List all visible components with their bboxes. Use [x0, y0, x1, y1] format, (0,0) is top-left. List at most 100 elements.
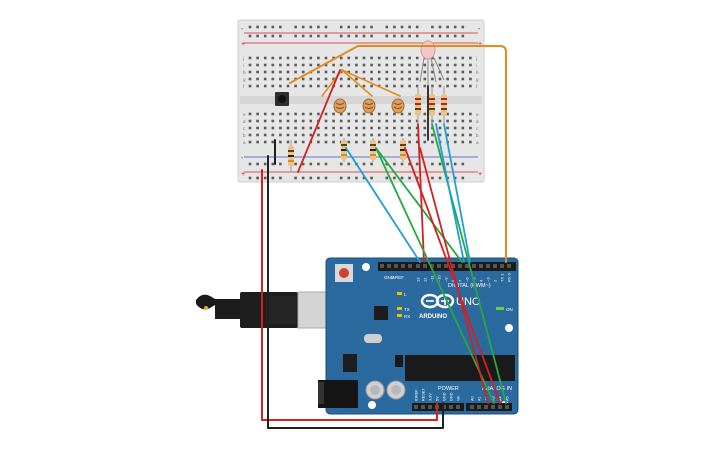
digital-pin-hole[interactable]: [458, 264, 462, 268]
wire-orange-jumper-2[interactable]: [341, 69, 401, 97]
rail-minus-sign-bottom: -: [241, 155, 244, 162]
digital-pin-hole[interactable]: [507, 264, 511, 268]
l-label: L: [404, 292, 407, 297]
pushbutton[interactable]: [275, 92, 289, 106]
power-pin-hole[interactable]: [449, 405, 453, 409]
row-letter: d: [243, 119, 246, 124]
row-letter: i: [476, 63, 477, 68]
resistor-ldr-3[interactable]: [400, 138, 406, 162]
digital-pin-label: ~10: [437, 274, 442, 282]
digital-pin-hole[interactable]: [444, 264, 448, 268]
power-pin-hole[interactable]: [428, 405, 432, 409]
digital-pin-label: ~6: [465, 277, 470, 282]
digital-pin-holes: [380, 264, 511, 268]
digital-pin-label: RX 0: [507, 272, 512, 282]
wire-red-digital[interactable]: [419, 147, 489, 404]
photoresistor-1[interactable]: [333, 98, 347, 114]
analog-pin-hole[interactable]: [498, 405, 502, 409]
analog-pin-hole[interactable]: [477, 405, 481, 409]
wire-red-a3[interactable]: [417, 123, 425, 263]
digital-pin-label: TX 1: [500, 273, 505, 282]
row-letter: a: [243, 140, 246, 145]
row-letter: f: [476, 84, 478, 89]
row-letter: h: [476, 70, 479, 75]
digital-pin-hole[interactable]: [493, 264, 497, 268]
analog-pin-holes: [470, 405, 509, 409]
reset-button[interactable]: [335, 264, 353, 282]
photoresistor-2[interactable]: [362, 98, 376, 114]
power-pin-hole[interactable]: [421, 405, 425, 409]
row-letter: c: [243, 126, 246, 131]
digital-pin-hole[interactable]: [423, 264, 427, 268]
digital-pin-hole[interactable]: [472, 264, 476, 268]
digital-pin-hole[interactable]: [387, 264, 391, 268]
power-pin-label: 5V: [436, 396, 440, 401]
mounting-hole: [505, 324, 513, 332]
analog-pin-hole[interactable]: [484, 405, 488, 409]
resistor-led-3[interactable]: [441, 86, 447, 124]
resistor-button[interactable]: [288, 140, 294, 172]
analog-pin-hole[interactable]: [491, 405, 495, 409]
analog-pin-label: A1: [478, 396, 482, 401]
power-pin-label: RESET: [422, 388, 426, 401]
wire-blue-a0[interactable]: [345, 147, 421, 263]
voltage-regulator: [343, 354, 357, 372]
wire-green-a1[interactable]: [375, 147, 463, 263]
digital-pin-hole[interactable]: [465, 264, 469, 268]
wire-red-jumper-1[interactable]: [297, 69, 341, 173]
rail-minus-sign-right: -: [478, 26, 481, 33]
power-pin-hole[interactable]: [456, 405, 460, 409]
digital-pin-hole[interactable]: [486, 264, 490, 268]
resistor-ldr-1[interactable]: [341, 138, 347, 162]
digital-pin-hole[interactable]: [500, 264, 504, 268]
resistor-led-1[interactable]: [415, 86, 421, 124]
digital-pin-label: 4: [479, 279, 484, 282]
analog-pin-label: A5: [506, 396, 510, 401]
digital-pin-hole[interactable]: [401, 264, 405, 268]
wire-orange-jumper-1[interactable]: [341, 69, 373, 97]
digital-label: DIGITAL (PWM~): [448, 283, 491, 289]
digital-pin-hole[interactable]: [408, 264, 412, 268]
rail-plus-sign-bottom: +: [241, 171, 245, 178]
gnd-label-top: GND: [384, 275, 395, 280]
tx-label: TX: [404, 307, 410, 312]
rx-led: [397, 314, 402, 317]
digital-pin-hole[interactable]: [437, 264, 441, 268]
on-led: [496, 307, 504, 310]
analog-label: ANALOG IN: [482, 386, 512, 392]
digital-pin-label: ~3: [486, 277, 491, 282]
digital-pin-hole[interactable]: [451, 264, 455, 268]
power-pin-label: GND: [443, 392, 447, 401]
digital-pin-label: 13: [416, 277, 421, 282]
digital-pin-hole[interactable]: [380, 264, 384, 268]
resistor-ldr-2[interactable]: [370, 138, 376, 162]
l-led: [397, 292, 402, 295]
wire-green-digital[interactable]: [375, 147, 495, 404]
wire-blue-digital[interactable]: [435, 123, 465, 263]
analog-pin-hole[interactable]: [470, 405, 474, 409]
power-pin-hole[interactable]: [414, 405, 418, 409]
wire-orange-pin1[interactable]: [289, 45, 507, 263]
wire-black-gnd[interactable]: [267, 155, 444, 429]
digital-pin-hole[interactable]: [479, 264, 483, 268]
digital-pin-hole[interactable]: [394, 264, 398, 268]
digital-pin-hole[interactable]: [430, 264, 434, 268]
digital-pin-hole[interactable]: [416, 264, 420, 268]
wire-red-5v[interactable]: [261, 169, 438, 421]
wire-green-a4[interactable]: [431, 123, 507, 404]
power-jack[interactable]: [318, 380, 358, 408]
analog-header[interactable]: [466, 403, 512, 411]
power-label: POWER: [438, 386, 459, 392]
tx-led: [397, 307, 402, 310]
row-letter: i: [243, 63, 244, 68]
resistor-led-2[interactable]: [429, 86, 435, 124]
wire-blue-a5[interactable]: [443, 123, 471, 263]
analog-pin-hole[interactable]: [505, 405, 509, 409]
power-pin-label: GND: [450, 392, 454, 401]
row-letter: b: [476, 133, 479, 138]
on-label: ON: [506, 307, 513, 312]
photoresistor-3[interactable]: [391, 98, 405, 114]
